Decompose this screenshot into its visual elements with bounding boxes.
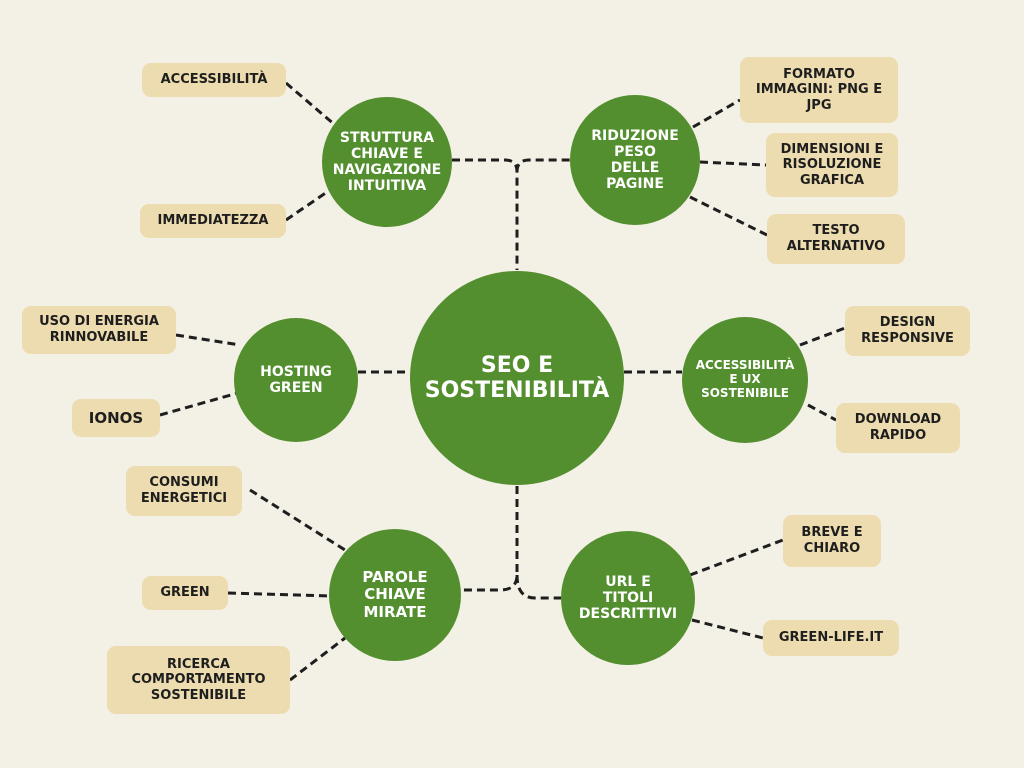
- node-struttura: STRUTTURA CHIAVE E NAVIGAZIONE INTUITIVA: [322, 97, 452, 227]
- connector: [289, 636, 346, 682]
- connector: [249, 488, 346, 552]
- connector: [807, 403, 837, 422]
- node-ux: ACCESSIBILITÀ E UX SOSTENIBILE: [682, 317, 808, 443]
- connector: [689, 195, 768, 237]
- leaf-immediatezza: IMMEDIATEZZA: [140, 204, 286, 238]
- leaf-formato-immagini: FORMATO IMMAGINI: PNG E JPG: [740, 57, 898, 123]
- node-url: URL E TITOLI DESCRITTIVI: [561, 531, 695, 665]
- node-parole: PAROLE CHIAVE MIRATE: [329, 529, 461, 661]
- leaf-testo-alternativo: TESTO ALTERNATIVO: [767, 214, 905, 264]
- leaf-accessibilita: ACCESSIBILITÀ: [142, 63, 286, 97]
- leaf-dimensioni: DIMENSIONI E RISOLUZIONE GRAFICA: [766, 133, 898, 197]
- connector: [285, 188, 331, 222]
- leaf-download-rapido: DOWNLOAD RAPIDO: [836, 403, 960, 453]
- central-node: SEO E SOSTENIBILITÀ: [410, 271, 624, 485]
- connector: [175, 333, 241, 347]
- node-hosting: HOSTING GREEN: [234, 318, 358, 442]
- node-riduzione: RIDUZIONE PESO DELLE PAGINE: [570, 95, 700, 225]
- connector: [689, 538, 784, 577]
- connector: [692, 98, 741, 129]
- leaf-energia-rinnovabile: USO DI ENERGIA RINNOVABILE: [22, 306, 176, 354]
- leaf-green-life: GREEN-LIFE.IT: [763, 620, 899, 656]
- connector: [515, 574, 561, 600]
- connector: [159, 391, 239, 417]
- connector: [227, 591, 331, 598]
- leaf-consumi-energetici: CONSUMI ENERGETICI: [126, 466, 242, 516]
- leaf-design-responsive: DESIGN RESPONSIVE: [845, 306, 970, 356]
- leaf-ionos: IONOS: [72, 399, 160, 437]
- connector: [799, 326, 846, 347]
- connector: [461, 486, 519, 592]
- connector: [699, 160, 767, 167]
- leaf-breve-chiaro: BREVE E CHIARO: [783, 515, 881, 567]
- connector: [452, 158, 519, 270]
- connector: [515, 158, 570, 173]
- leaf-ricerca: RICERCA COMPORTAMENTO SOSTENIBILE: [107, 646, 290, 714]
- connector: [691, 618, 764, 640]
- leaf-green: GREEN: [142, 576, 228, 610]
- connector: [285, 81, 336, 127]
